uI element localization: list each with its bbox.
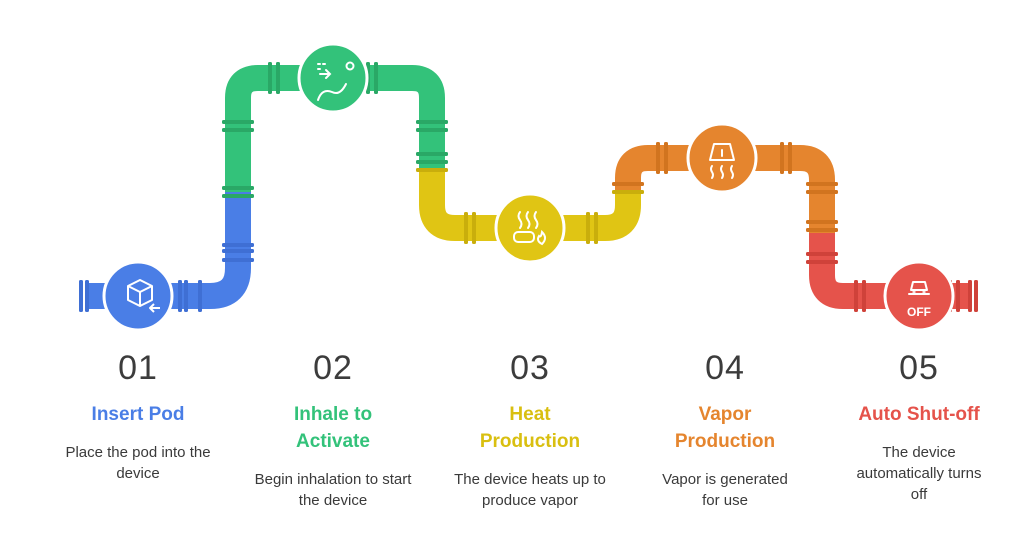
step-title: Heat Production xyxy=(479,404,581,452)
step-3: 03 Heat Production The device heats up t… xyxy=(445,345,615,511)
pipe-couplings xyxy=(79,62,978,312)
step-node-2 xyxy=(297,42,369,114)
step-number: 05 xyxy=(899,349,939,387)
step-node-3 xyxy=(494,192,566,264)
step-description: Vapor is generated for use xyxy=(662,471,788,509)
step-2: 02 Inhale to Activate Begin inhalation t… xyxy=(248,345,418,511)
power-off-icon: OFF xyxy=(907,281,931,319)
pipeline-diagram: OFF xyxy=(79,42,978,332)
step-description: The device automatically turns off xyxy=(856,444,982,503)
off-label: OFF xyxy=(907,305,931,319)
heat-icon xyxy=(513,211,546,246)
step-title: Auto Shut-off xyxy=(858,404,980,425)
step-description: The device heats up to produce vapor xyxy=(454,471,606,509)
step-number: 03 xyxy=(510,349,550,387)
step-1: 01 Insert Pod Place the pod into the dev… xyxy=(53,345,223,484)
step-number: 04 xyxy=(705,349,745,387)
box-insert-icon xyxy=(127,279,160,313)
step-description: Place the pod into the device xyxy=(65,444,211,482)
inhale-icon xyxy=(317,61,355,101)
pipe-segment-5 xyxy=(809,233,968,309)
step-title: Insert Pod xyxy=(91,404,185,425)
step-description: Begin inhalation to start the device xyxy=(254,471,412,509)
step-number: 02 xyxy=(313,349,353,387)
pipe-segment-1 xyxy=(85,190,251,309)
step-node-5: OFF xyxy=(883,260,955,332)
step-number: 01 xyxy=(118,349,158,387)
vapor-icon xyxy=(709,143,735,179)
step-5: 05 Auto Shut-off The device automaticall… xyxy=(834,345,1004,505)
step-title: Inhale to Activate xyxy=(293,404,373,452)
step-4: 04 Vapor Production Vapor is generated f… xyxy=(640,345,810,511)
step-node-4 xyxy=(686,122,758,194)
step-title: Vapor Production xyxy=(674,404,776,452)
step-node-1 xyxy=(102,260,174,332)
